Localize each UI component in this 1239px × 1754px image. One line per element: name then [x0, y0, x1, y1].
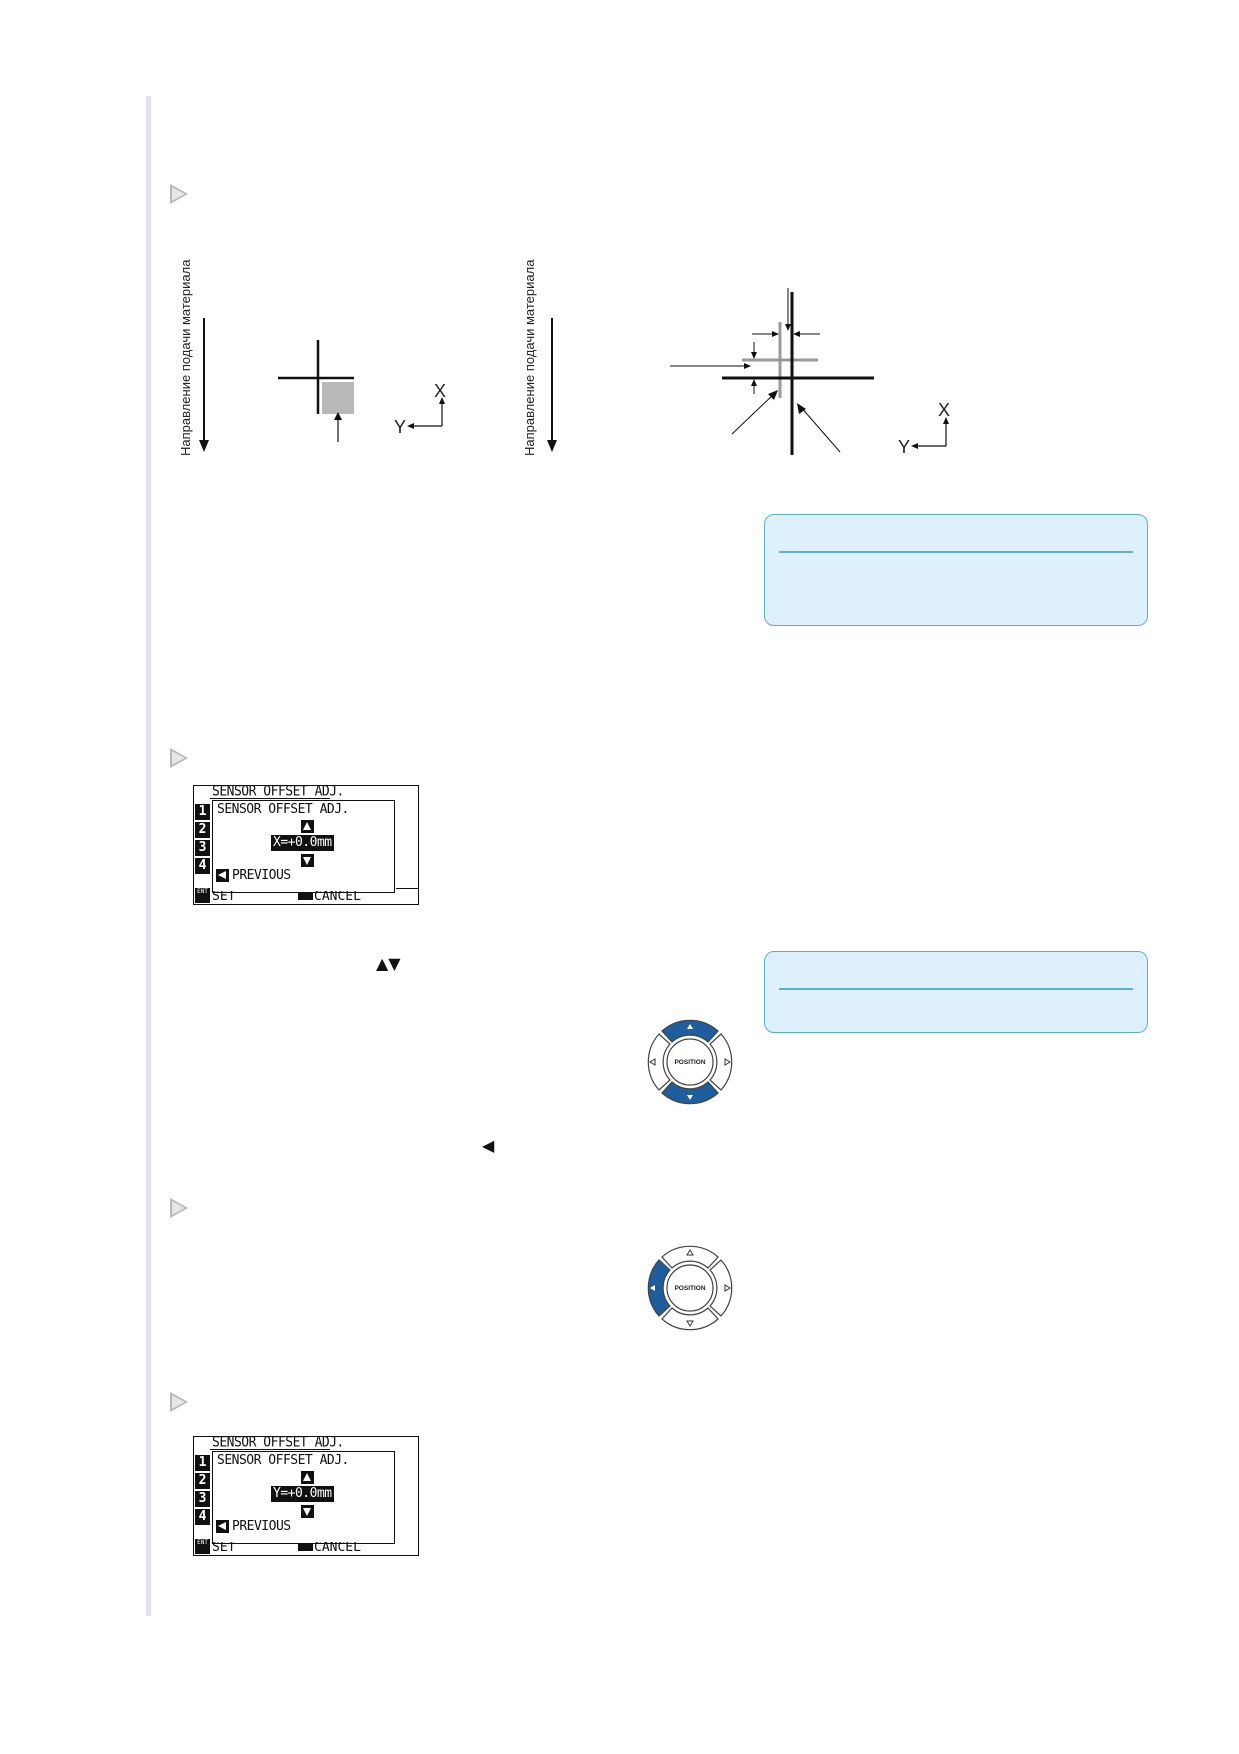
- feed-direction-label: Направление подачи материала: [178, 259, 193, 456]
- cancel-key-icon: [298, 1543, 313, 1551]
- up-down-keys-glyph: ▲▼: [376, 954, 401, 973]
- lcd-top-title: SENSOR OFFSET ADJ.: [212, 783, 344, 800]
- up-arrow-icon: [301, 1471, 314, 1484]
- note-box-2: [764, 951, 1148, 1033]
- pad-down-key[interactable]: [661, 1081, 719, 1105]
- lcd-offset-value: Y=+0.0mm: [271, 1486, 334, 1502]
- lcd-top-rule: [210, 798, 330, 799]
- step-marker-1: [170, 184, 188, 204]
- lcd-offset-value: X=+0.0mm: [271, 835, 334, 851]
- lcd-set-label: SET: [212, 891, 236, 902]
- pad-right-key[interactable]: [709, 1033, 733, 1091]
- lcd-sensor-offset-y: SENSOR OFFSET ADJ. 1 2 3 4 SENSOR OFFSET…: [193, 1434, 419, 1556]
- pad-down-key[interactable]: [661, 1307, 719, 1331]
- left-margin-bar: [146, 96, 151, 1616]
- feed-direction-label: Направление подачи материала: [522, 259, 537, 456]
- lcd-popup-panel: SENSOR OFFSET ADJ. X=+0.0mm PREVIOUS: [212, 800, 395, 893]
- pad-up-key[interactable]: [661, 1245, 719, 1269]
- down-arrow-icon: [301, 1505, 314, 1518]
- lcd-panel-title: SENSOR OFFSET ADJ.: [217, 802, 349, 817]
- note-divider: [779, 988, 1133, 990]
- pad-center-button[interactable]: [666, 1038, 714, 1086]
- left-key-glyph: ◀: [482, 1136, 495, 1155]
- pad-center-label: POSITION: [674, 1285, 705, 1292]
- sensor-spot: [322, 382, 354, 414]
- lcd-key-2: 2: [195, 822, 210, 838]
- pad-left-key[interactable]: [647, 1259, 671, 1317]
- position-pad-left[interactable]: POSITION: [640, 1238, 740, 1338]
- lcd-previous-label: PREVIOUS: [232, 868, 291, 883]
- cancel-key-icon: [298, 892, 313, 900]
- step-marker-4: [170, 1392, 188, 1412]
- pad-center-label: POSITION: [674, 1059, 705, 1066]
- lcd-key-1: 1: [195, 1455, 210, 1471]
- left-arrow-icon: [216, 1520, 229, 1533]
- lcd-previous-label: PREVIOUS: [232, 1519, 291, 1534]
- y-axis-label: Y: [394, 417, 406, 437]
- lcd-key-3: 3: [195, 840, 210, 856]
- position-pad-up-down[interactable]: POSITION: [640, 1012, 740, 1112]
- lcd-top-title: SENSOR OFFSET ADJ.: [212, 1434, 344, 1451]
- pad-left-key[interactable]: [647, 1033, 671, 1091]
- diagram-right: Направление подачи материала X Y: [522, 259, 950, 457]
- lcd-key-3: 3: [195, 1491, 210, 1507]
- enter-icon: ENT: [195, 888, 210, 903]
- diagram-left: Направление подачи материала X Y: [178, 259, 446, 456]
- lcd-panel-title: SENSOR OFFSET ADJ.: [217, 1453, 349, 1468]
- lcd-cancel-label: CANCEL: [314, 1542, 361, 1553]
- lcd-key-4: 4: [195, 858, 210, 874]
- down-arrow-icon: [301, 854, 314, 867]
- x-axis-label: X: [938, 400, 950, 420]
- step-marker-2: [170, 748, 188, 768]
- lcd-key-4: 4: [195, 1509, 210, 1525]
- lcd-key-1: 1: [195, 804, 210, 820]
- lcd-cancel-label: CANCEL: [314, 891, 361, 902]
- note-divider: [779, 551, 1133, 553]
- pad-center-button[interactable]: [666, 1264, 714, 1312]
- lcd-key-2: 2: [195, 1473, 210, 1489]
- step-marker-3: [170, 1198, 188, 1218]
- pad-right-key[interactable]: [709, 1259, 733, 1317]
- lcd-set-label: SET: [212, 1542, 236, 1553]
- lcd-popup-panel: SENSOR OFFSET ADJ. Y=+0.0mm PREVIOUS: [212, 1451, 395, 1544]
- x-axis-label: X: [434, 381, 446, 401]
- note-box-1: [764, 514, 1148, 626]
- lcd-side-tick: [396, 888, 418, 889]
- enter-icon: ENT: [195, 1539, 210, 1554]
- lcd-top-rule: [210, 1449, 330, 1450]
- lcd-sensor-offset-x: SENSOR OFFSET ADJ. 1 2 3 4 SENSOR OFFSET…: [193, 783, 419, 905]
- pad-up-key[interactable]: [661, 1019, 719, 1043]
- left-arrow-icon: [216, 869, 229, 882]
- y-axis-label: Y: [898, 437, 910, 457]
- up-arrow-icon: [301, 820, 314, 833]
- feed-arrowhead: [199, 440, 209, 452]
